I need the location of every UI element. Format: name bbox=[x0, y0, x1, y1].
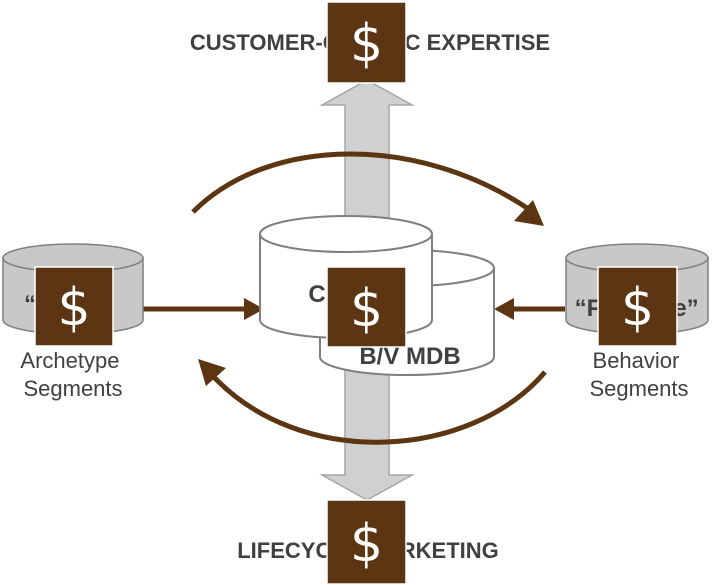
archetype-cylinder-label: “ bbox=[24, 291, 36, 318]
left-to-center-arrowhead bbox=[244, 298, 264, 320]
dollar-icon: $ bbox=[350, 514, 383, 574]
dollar-badge-right: $ bbox=[597, 266, 678, 347]
cycle-arrowhead-bottom bbox=[198, 359, 226, 386]
dollar-icon: $ bbox=[57, 278, 90, 338]
behavior-cylinder-label-start: “F bbox=[575, 295, 602, 322]
cycle-arrow-top bbox=[191, 151, 532, 214]
archetype-segments-label: Archetype Segments bbox=[20, 348, 125, 401]
dollar-badge-top: $ bbox=[326, 1, 407, 84]
right-to-center-arrowhead bbox=[494, 298, 514, 320]
front-database-label: C bbox=[308, 281, 325, 308]
dollar-icon: $ bbox=[350, 14, 383, 74]
dollar-badge-center: $ bbox=[326, 266, 407, 348]
behavior-segments-label: Behavior Segments bbox=[589, 348, 688, 401]
cycle-arrowhead-top bbox=[514, 200, 544, 226]
dollar-icon: $ bbox=[621, 278, 654, 338]
cycle-arrow-bottom bbox=[210, 370, 547, 445]
dollar-icon: $ bbox=[350, 279, 383, 339]
dollar-badge-left: $ bbox=[34, 266, 114, 347]
dollar-badge-bottom: $ bbox=[326, 499, 407, 585]
